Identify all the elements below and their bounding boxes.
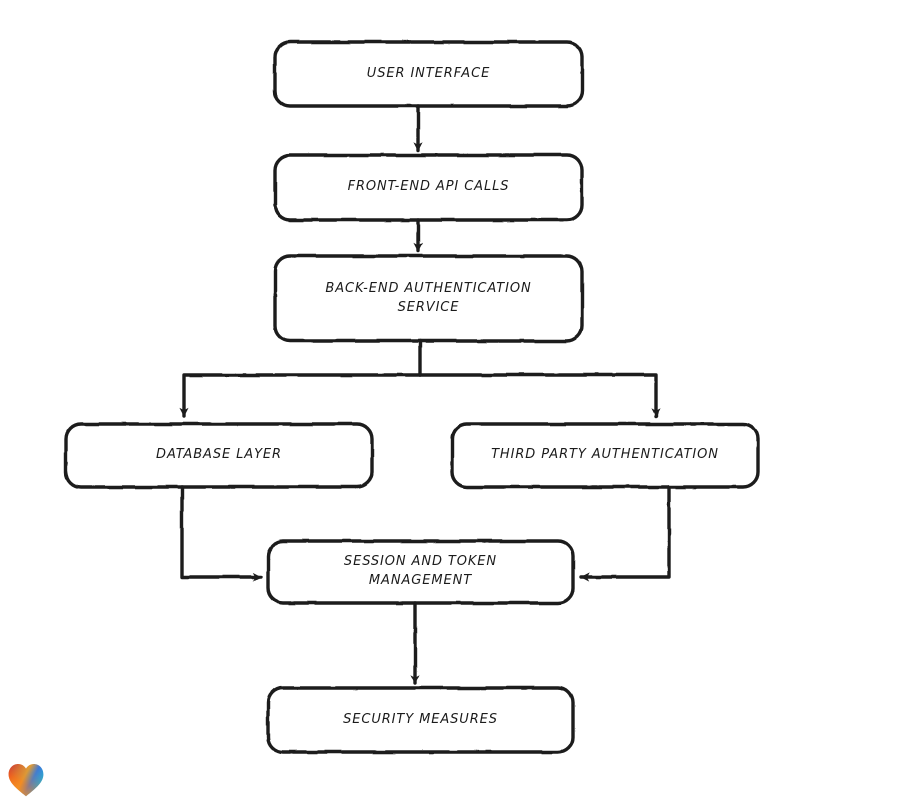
node-box-database-layer[interactable] <box>64 422 374 489</box>
edge-thirdparty-to-session <box>579 485 671 582</box>
edge-backend-to-database <box>179 373 422 418</box>
edge-database-to-session <box>180 485 263 582</box>
node-box-session-and-token-management[interactable] <box>266 539 575 605</box>
node-box-security-measures[interactable] <box>266 686 575 754</box>
node-database-layer[interactable] <box>66 424 372 487</box>
node-third-party-authentication[interactable] <box>452 424 758 487</box>
node-front-end-api-calls[interactable] <box>275 155 582 220</box>
node-security-measures[interactable] <box>268 688 573 752</box>
node-box-back-end-authentication-service[interactable] <box>273 254 584 343</box>
node-user-interface[interactable] <box>275 42 582 106</box>
node-back-end-authentication-service[interactable] <box>275 256 582 341</box>
edge-backend-to-thirdparty <box>418 373 661 418</box>
node-box-front-end-api-calls[interactable] <box>273 153 584 222</box>
node-box-third-party-authentication[interactable] <box>450 422 760 489</box>
node-session-and-token-management[interactable] <box>268 541 573 603</box>
node-box-user-interface[interactable] <box>273 40 584 108</box>
heart-icon[interactable] <box>8 763 44 797</box>
